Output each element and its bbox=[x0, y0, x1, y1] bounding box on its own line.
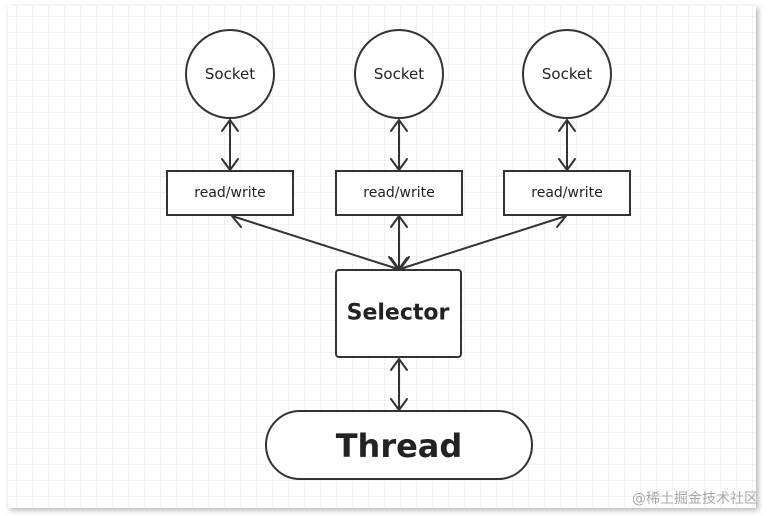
thread-box bbox=[265, 410, 533, 480]
read-write-label: read/write bbox=[531, 185, 602, 201]
selector-node: Selector bbox=[335, 269, 462, 358]
selector-label: Selector bbox=[347, 301, 450, 326]
socket-node-2: Socket bbox=[354, 29, 444, 119]
socket-circle bbox=[185, 29, 275, 119]
read-write-node-3: read/write bbox=[503, 170, 631, 216]
selector-box bbox=[335, 269, 462, 358]
read-write-box bbox=[503, 170, 631, 216]
read-write-box bbox=[166, 170, 294, 216]
read-write-box bbox=[335, 170, 463, 216]
read-write-node-2: read/write bbox=[335, 170, 463, 216]
socket-node-1: Socket bbox=[185, 29, 275, 119]
socket-node-3: Socket bbox=[522, 29, 612, 119]
read-write-label: read/write bbox=[194, 185, 265, 201]
watermark-text: @稀土掘金技术社区 bbox=[632, 491, 758, 507]
read-write-label: read/write bbox=[363, 185, 434, 201]
read-write-node-1: read/write bbox=[166, 170, 294, 216]
socket-label: Socket bbox=[374, 65, 424, 83]
socket-circle bbox=[522, 29, 612, 119]
socket-label: Socket bbox=[205, 65, 255, 83]
thread-node: Thread bbox=[265, 410, 533, 480]
socket-label: Socket bbox=[542, 65, 592, 83]
socket-circle bbox=[354, 29, 444, 119]
thread-label: Thread bbox=[336, 427, 463, 465]
